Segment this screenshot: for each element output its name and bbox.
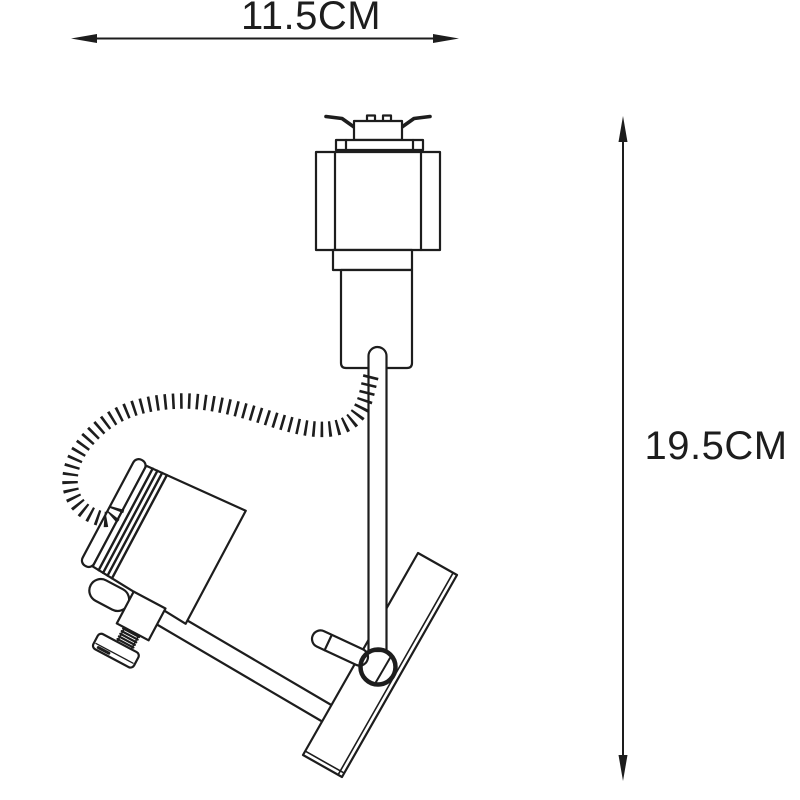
swivel-arm xyxy=(149,603,335,724)
lamp-fin-4 xyxy=(110,473,169,580)
height-dimension-label: 19.5CM xyxy=(644,424,787,468)
adapter-neck-body xyxy=(339,268,414,370)
stem-rod xyxy=(367,345,388,653)
width-arrow-left-icon xyxy=(71,34,97,43)
track-adapter xyxy=(314,114,442,370)
thumbscrew-knob-slot xyxy=(96,646,111,655)
mounting-plate-face xyxy=(301,551,459,779)
locking-lever-joint-line xyxy=(323,634,333,652)
adapter-body xyxy=(314,150,442,252)
lamp-head xyxy=(80,458,247,669)
contact-blade-right xyxy=(400,114,432,129)
locking-lever xyxy=(310,629,370,667)
width-dimension: 11.5CM xyxy=(71,0,459,43)
pivot-ring-circle xyxy=(358,647,398,687)
height-arrow-bottom-icon xyxy=(618,755,628,781)
width-dimension-label: 11.5CM xyxy=(241,0,381,38)
thumbscrew-knob-edge-line xyxy=(95,642,134,664)
adapter-flange xyxy=(334,138,425,152)
lamp-fin-2 xyxy=(101,469,159,575)
contact-blade-left xyxy=(324,114,356,129)
lamp-fin-3 xyxy=(106,471,164,577)
mounting-plate-end-line xyxy=(304,750,346,774)
lamp-barrel xyxy=(91,464,247,625)
lamp-fin-1 xyxy=(97,467,154,572)
coil-cable xyxy=(62,374,379,528)
locking-lever-body xyxy=(310,629,370,667)
height-arrow-top-icon xyxy=(618,116,628,142)
lamp-knuckle xyxy=(115,590,167,642)
pivot-ring xyxy=(358,647,398,687)
adapter-neck-step xyxy=(331,248,414,272)
height-dimension: 19.5CM xyxy=(618,116,787,781)
width-arrow-right-icon xyxy=(433,34,459,43)
adapter-top-block xyxy=(352,119,404,142)
thumbscrew-knob-body xyxy=(91,632,140,669)
pivot-ring-slot-line xyxy=(375,657,391,683)
thumbscrew-knob xyxy=(91,632,140,669)
lamp-fins xyxy=(97,467,169,580)
adapter-neck xyxy=(331,248,414,370)
thumbscrew-thread xyxy=(116,626,141,651)
